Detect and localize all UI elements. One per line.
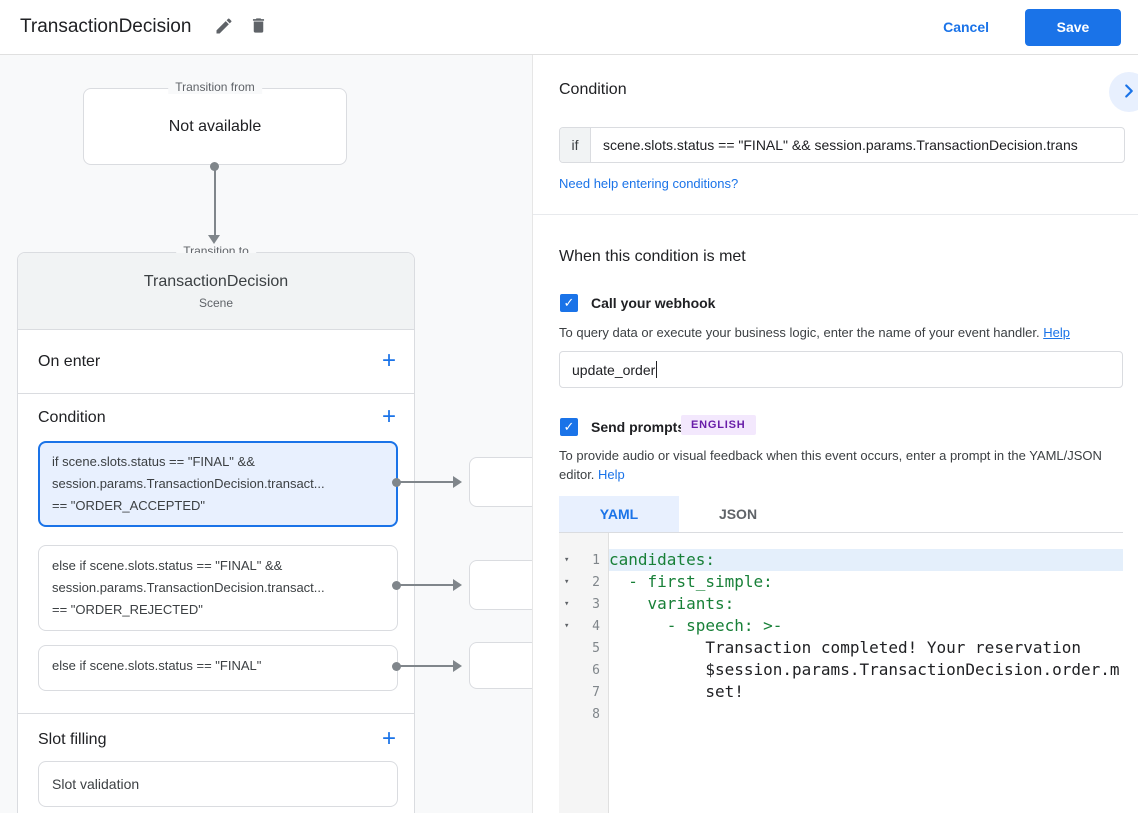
trash-icon <box>249 16 268 38</box>
save-button[interactable]: Save <box>1025 8 1121 46</box>
line-number: 8 <box>592 706 600 722</box>
webhook-help-link[interactable]: Help <box>1043 325 1070 340</box>
line-number: 5 <box>592 640 600 656</box>
scene-node-header[interactable]: TransactionDecision Scene <box>18 253 414 330</box>
arrow-right-icon <box>453 660 462 672</box>
tab-json[interactable]: JSON <box>718 506 758 522</box>
arrow-right-icon <box>453 579 462 591</box>
webhook-description-text: To query data or execute your business l… <box>559 325 1040 340</box>
page-title: TransactionDecision <box>20 16 192 37</box>
event-handler-value: update_order <box>572 361 656 378</box>
prompts-description-text: To provide audio or visual feedback when… <box>559 448 1102 482</box>
call-webhook-checkbox[interactable]: ✓ <box>560 294 578 312</box>
webhook-description: To query data or execute your business l… <box>559 323 1070 342</box>
section-divider <box>18 393 414 394</box>
send-prompts-checkbox[interactable]: ✓ <box>560 418 578 436</box>
slot-validation-card[interactable]: Slot validation <box>38 761 398 807</box>
condition-expression-input[interactable]: scene.slots.status == "FINAL" && session… <box>603 137 1078 153</box>
editor-line: 8 <box>559 703 1123 725</box>
yaml-editor[interactable]: ▾ 1 candidates: ▾ 2 - first_simple: ▾ 3 … <box>559 532 1123 813</box>
transition-from-legend: Transition from <box>168 80 262 94</box>
if-prefix-label: if <box>560 128 591 162</box>
tab-yaml[interactable]: YAML <box>559 496 679 532</box>
editor-gutter <box>559 533 609 813</box>
connector-line <box>397 584 453 586</box>
fold-arrow-icon[interactable]: ▾ <box>564 621 570 631</box>
line-number: 7 <box>592 684 600 700</box>
condition-expression-row: if scene.slots.status == "FINAL" && sess… <box>559 127 1125 163</box>
connector-line <box>397 481 453 483</box>
connector-line <box>214 166 216 236</box>
fold-arrow-icon[interactable]: ▾ <box>564 577 570 587</box>
when-met-heading: When this condition is met <box>559 248 746 265</box>
line-number: 3 <box>592 596 600 612</box>
condition-heading: Condition <box>559 81 627 98</box>
top-bar: TransactionDecision Cancel Save <box>0 0 1138 55</box>
line-number: 1 <box>592 552 600 568</box>
condition-card-accepted[interactable]: if scene.slots.status == "FINAL" && sess… <box>38 441 398 527</box>
fold-arrow-icon[interactable]: ▾ <box>564 555 570 565</box>
prompts-description: To provide audio or visual feedback when… <box>559 446 1119 484</box>
editor-line: 6 $session.params.TransactionDecision.or… <box>559 659 1123 681</box>
text-caret <box>656 361 658 378</box>
editor-line: 5 Transaction completed! Your reservatio… <box>559 637 1123 659</box>
code-text: set! <box>609 682 744 701</box>
target-node[interactable] <box>469 642 539 689</box>
on-enter-label: On enter <box>38 353 101 370</box>
cancel-button[interactable]: Cancel <box>943 19 989 35</box>
code-text: variants: <box>609 594 735 613</box>
send-prompts-label: Send prompts <box>591 419 686 435</box>
condition-card-rejected[interactable]: else if scene.slots.status == "FINAL" &&… <box>38 545 398 631</box>
code-text: - first_simple: <box>609 572 773 591</box>
fold-arrow-icon[interactable]: ▾ <box>564 599 570 609</box>
scene-node-title: TransactionDecision <box>143 272 289 290</box>
connector-dot <box>392 478 401 487</box>
panel-divider <box>533 214 1138 215</box>
add-on-enter-button[interactable]: + <box>381 347 396 374</box>
code-text: - speech: >- <box>609 616 783 635</box>
connector-dot <box>392 662 401 671</box>
add-slot-button[interactable]: + <box>381 725 396 752</box>
editor-line: ▾ 1 candidates: <box>559 549 1123 571</box>
pencil-icon <box>214 16 234 39</box>
call-webhook-label: Call your webhook <box>591 295 716 311</box>
section-divider <box>18 713 414 714</box>
add-condition-button[interactable]: + <box>381 403 396 430</box>
line-number: 2 <box>592 574 600 590</box>
condition-detail-panel: Condition if scene.slots.status == "FINA… <box>532 55 1138 813</box>
condition-section-label: Condition <box>38 409 106 426</box>
delete-scene-button[interactable] <box>241 10 275 44</box>
target-node[interactable] <box>469 560 539 610</box>
editor-line: 7 set! <box>559 681 1123 703</box>
connector-line <box>397 665 453 667</box>
transition-from-node[interactable]: Transition from Not available <box>83 80 347 165</box>
transition-to-node: Transition to TransactionDecision Scene … <box>17 244 415 813</box>
arrow-right-icon <box>453 476 462 488</box>
editor-line: ▾ 3 variants: <box>559 593 1123 615</box>
line-number: 4 <box>592 618 600 634</box>
editor-line: ▾ 2 - first_simple: <box>559 571 1123 593</box>
prompts-help-link[interactable]: Help <box>598 467 625 482</box>
connector-dot <box>392 581 401 590</box>
arrow-down-icon <box>208 235 220 244</box>
edit-title-button[interactable] <box>207 10 241 44</box>
code-text <box>609 703 1123 725</box>
code-text: Transaction completed! Your reservation <box>609 638 1082 657</box>
code-text: candidates: <box>609 549 1123 571</box>
event-handler-input[interactable]: update_order <box>559 351 1123 388</box>
condition-help-link[interactable]: Need help entering conditions? <box>559 176 739 191</box>
condition-card-final[interactable]: else if scene.slots.status == "FINAL" <box>38 645 398 691</box>
slot-filling-label: Slot filling <box>38 731 107 748</box>
code-text: $session.params.TransactionDecision.orde… <box>609 660 1120 679</box>
chevron-right-icon <box>1118 80 1138 105</box>
editor-line: ▾ 4 - speech: >- <box>559 615 1123 637</box>
target-node[interactable] <box>469 457 539 507</box>
collapse-panel-button[interactable] <box>1109 72 1138 112</box>
line-number: 6 <box>592 662 600 678</box>
scene-node-subtitle: Scene <box>198 295 234 310</box>
transition-from-content: Not available <box>168 117 262 135</box>
language-badge: ENGLISH <box>681 415 756 435</box>
